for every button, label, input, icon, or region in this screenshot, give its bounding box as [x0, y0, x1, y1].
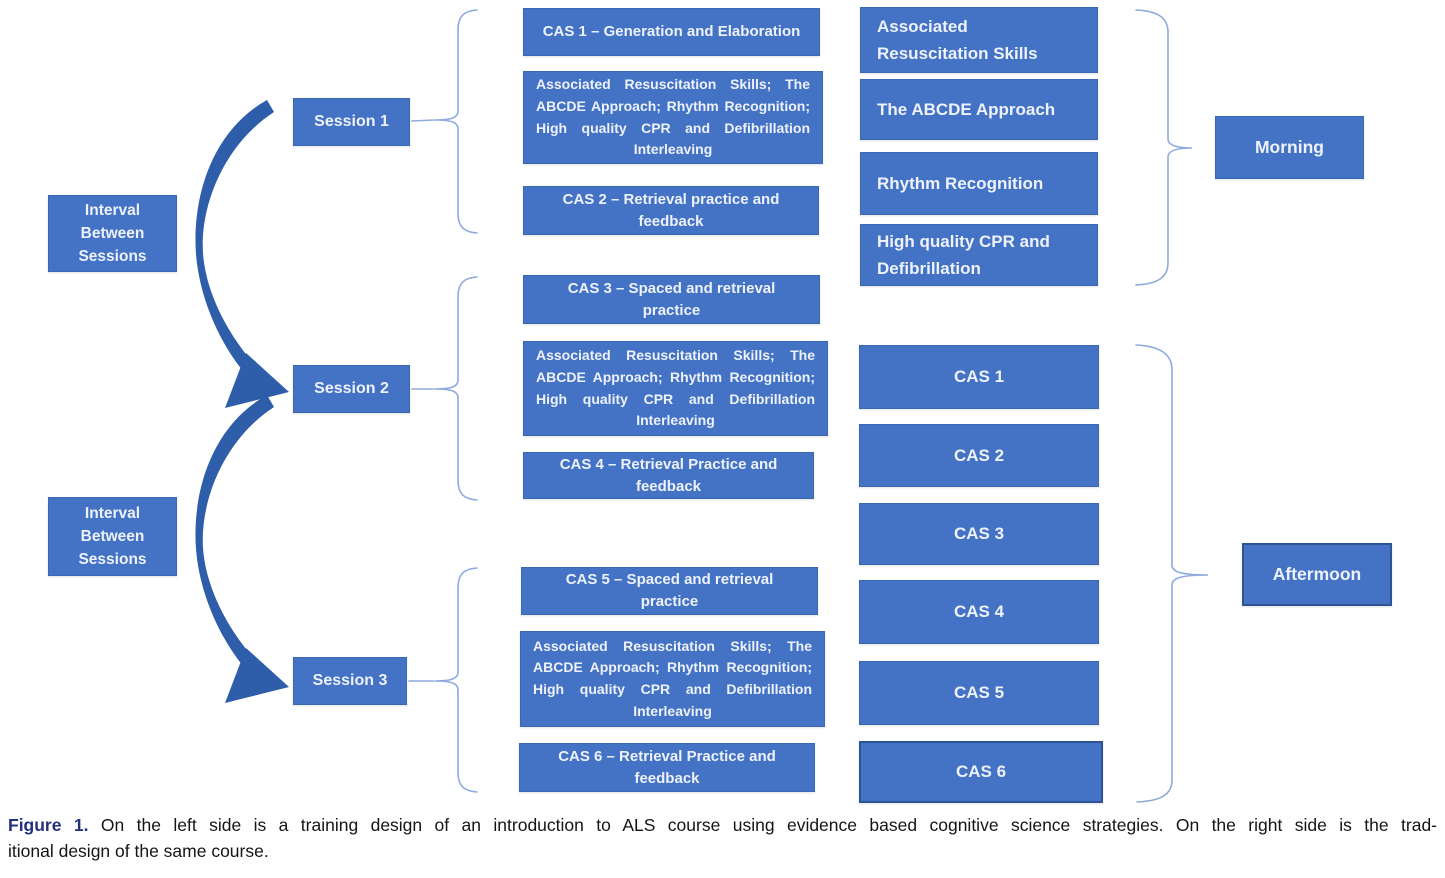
session-3-content-box: Associated Resuscitation Skills; The ABC… [520, 631, 825, 727]
cas-3-header-box: CAS 3 – Spaced and retrieval practice [523, 275, 820, 324]
cas-6-footer-box: CAS 6 – Retrieval Practice and feedback [519, 743, 815, 792]
cas-box-3: CAS 3 [859, 503, 1099, 565]
session-1-box: Session 1 [293, 98, 410, 146]
morning-box: Morning [1215, 116, 1364, 179]
skill-box-rhythm-recognition: Rhythm Recognition [860, 152, 1098, 215]
caption-line-2: itional design of the same course. [8, 841, 269, 861]
cas-box-6: CAS 6 [859, 741, 1103, 803]
afternoon-box: Aftermoon [1242, 543, 1392, 606]
curved-arrow-1-head [225, 353, 289, 408]
cas-2-footer-box: CAS 2 – Retrieval practice and feedback [523, 186, 819, 235]
brace-session-2-group [434, 276, 478, 501]
curved-arrow-1 [195, 100, 274, 382]
cas-5-header-box: CAS 5 – Spaced and retrieval practice [521, 567, 818, 615]
session-1-content-box: Associated Resuscitation Skills; The ABC… [523, 71, 823, 164]
session-2-content-box: Associated Resuscitation Skills; The ABC… [523, 341, 828, 436]
curved-arrow-2 [195, 395, 274, 677]
interval-between-sessions-box-1: Interval Between Sessions [48, 195, 177, 272]
cas-box-4: CAS 4 [859, 580, 1099, 644]
brace-session-3-group [434, 567, 478, 793]
brace-afternoon [1135, 344, 1209, 803]
caption-line-1: Figure 1. On the left side is a training… [8, 812, 1437, 838]
cas-box-5: CAS 5 [859, 661, 1099, 725]
connector-session-1 [411, 119, 435, 122]
diagram-decorations [195, 9, 1209, 803]
skill-box-abcde-approach: The ABCDE Approach [860, 79, 1098, 140]
cas-4-footer-box: CAS 4 – Retrieval Practice and feedback [523, 452, 814, 499]
skill-box-associated-resuscitation: Associated Resuscitation Skills [860, 7, 1098, 73]
curved-arrow-2-head [225, 648, 289, 703]
session-3-content-text: Associated Resuscitation Skills; The ABC… [533, 637, 812, 719]
session-1-content-text: Associated Resuscitation Skills; The ABC… [536, 76, 810, 158]
cas-box-2: CAS 2 [859, 424, 1099, 487]
session-2-content-text: Associated Resuscitation Skills; The ABC… [536, 347, 815, 429]
cas-1-header-box: CAS 1 – Generation and Elaboration [523, 8, 820, 56]
skill-box-cpr-defibrillation: High quality CPR and Defibrillation [860, 224, 1098, 286]
interval-between-sessions-box-2: Interval Between Sessions [48, 497, 177, 576]
caption-figure-label: Figure 1. [8, 815, 89, 835]
brace-session-1-group [434, 9, 478, 234]
session-3-box: Session 3 [293, 657, 407, 705]
caption-line-1-text: On the left side is a training design of… [100, 815, 1437, 835]
session-2-box: Session 2 [293, 365, 410, 413]
brace-morning [1135, 9, 1193, 286]
figure-caption: Figure 1. On the left side is a training… [0, 812, 1445, 864]
cas-box-1: CAS 1 [859, 345, 1099, 409]
